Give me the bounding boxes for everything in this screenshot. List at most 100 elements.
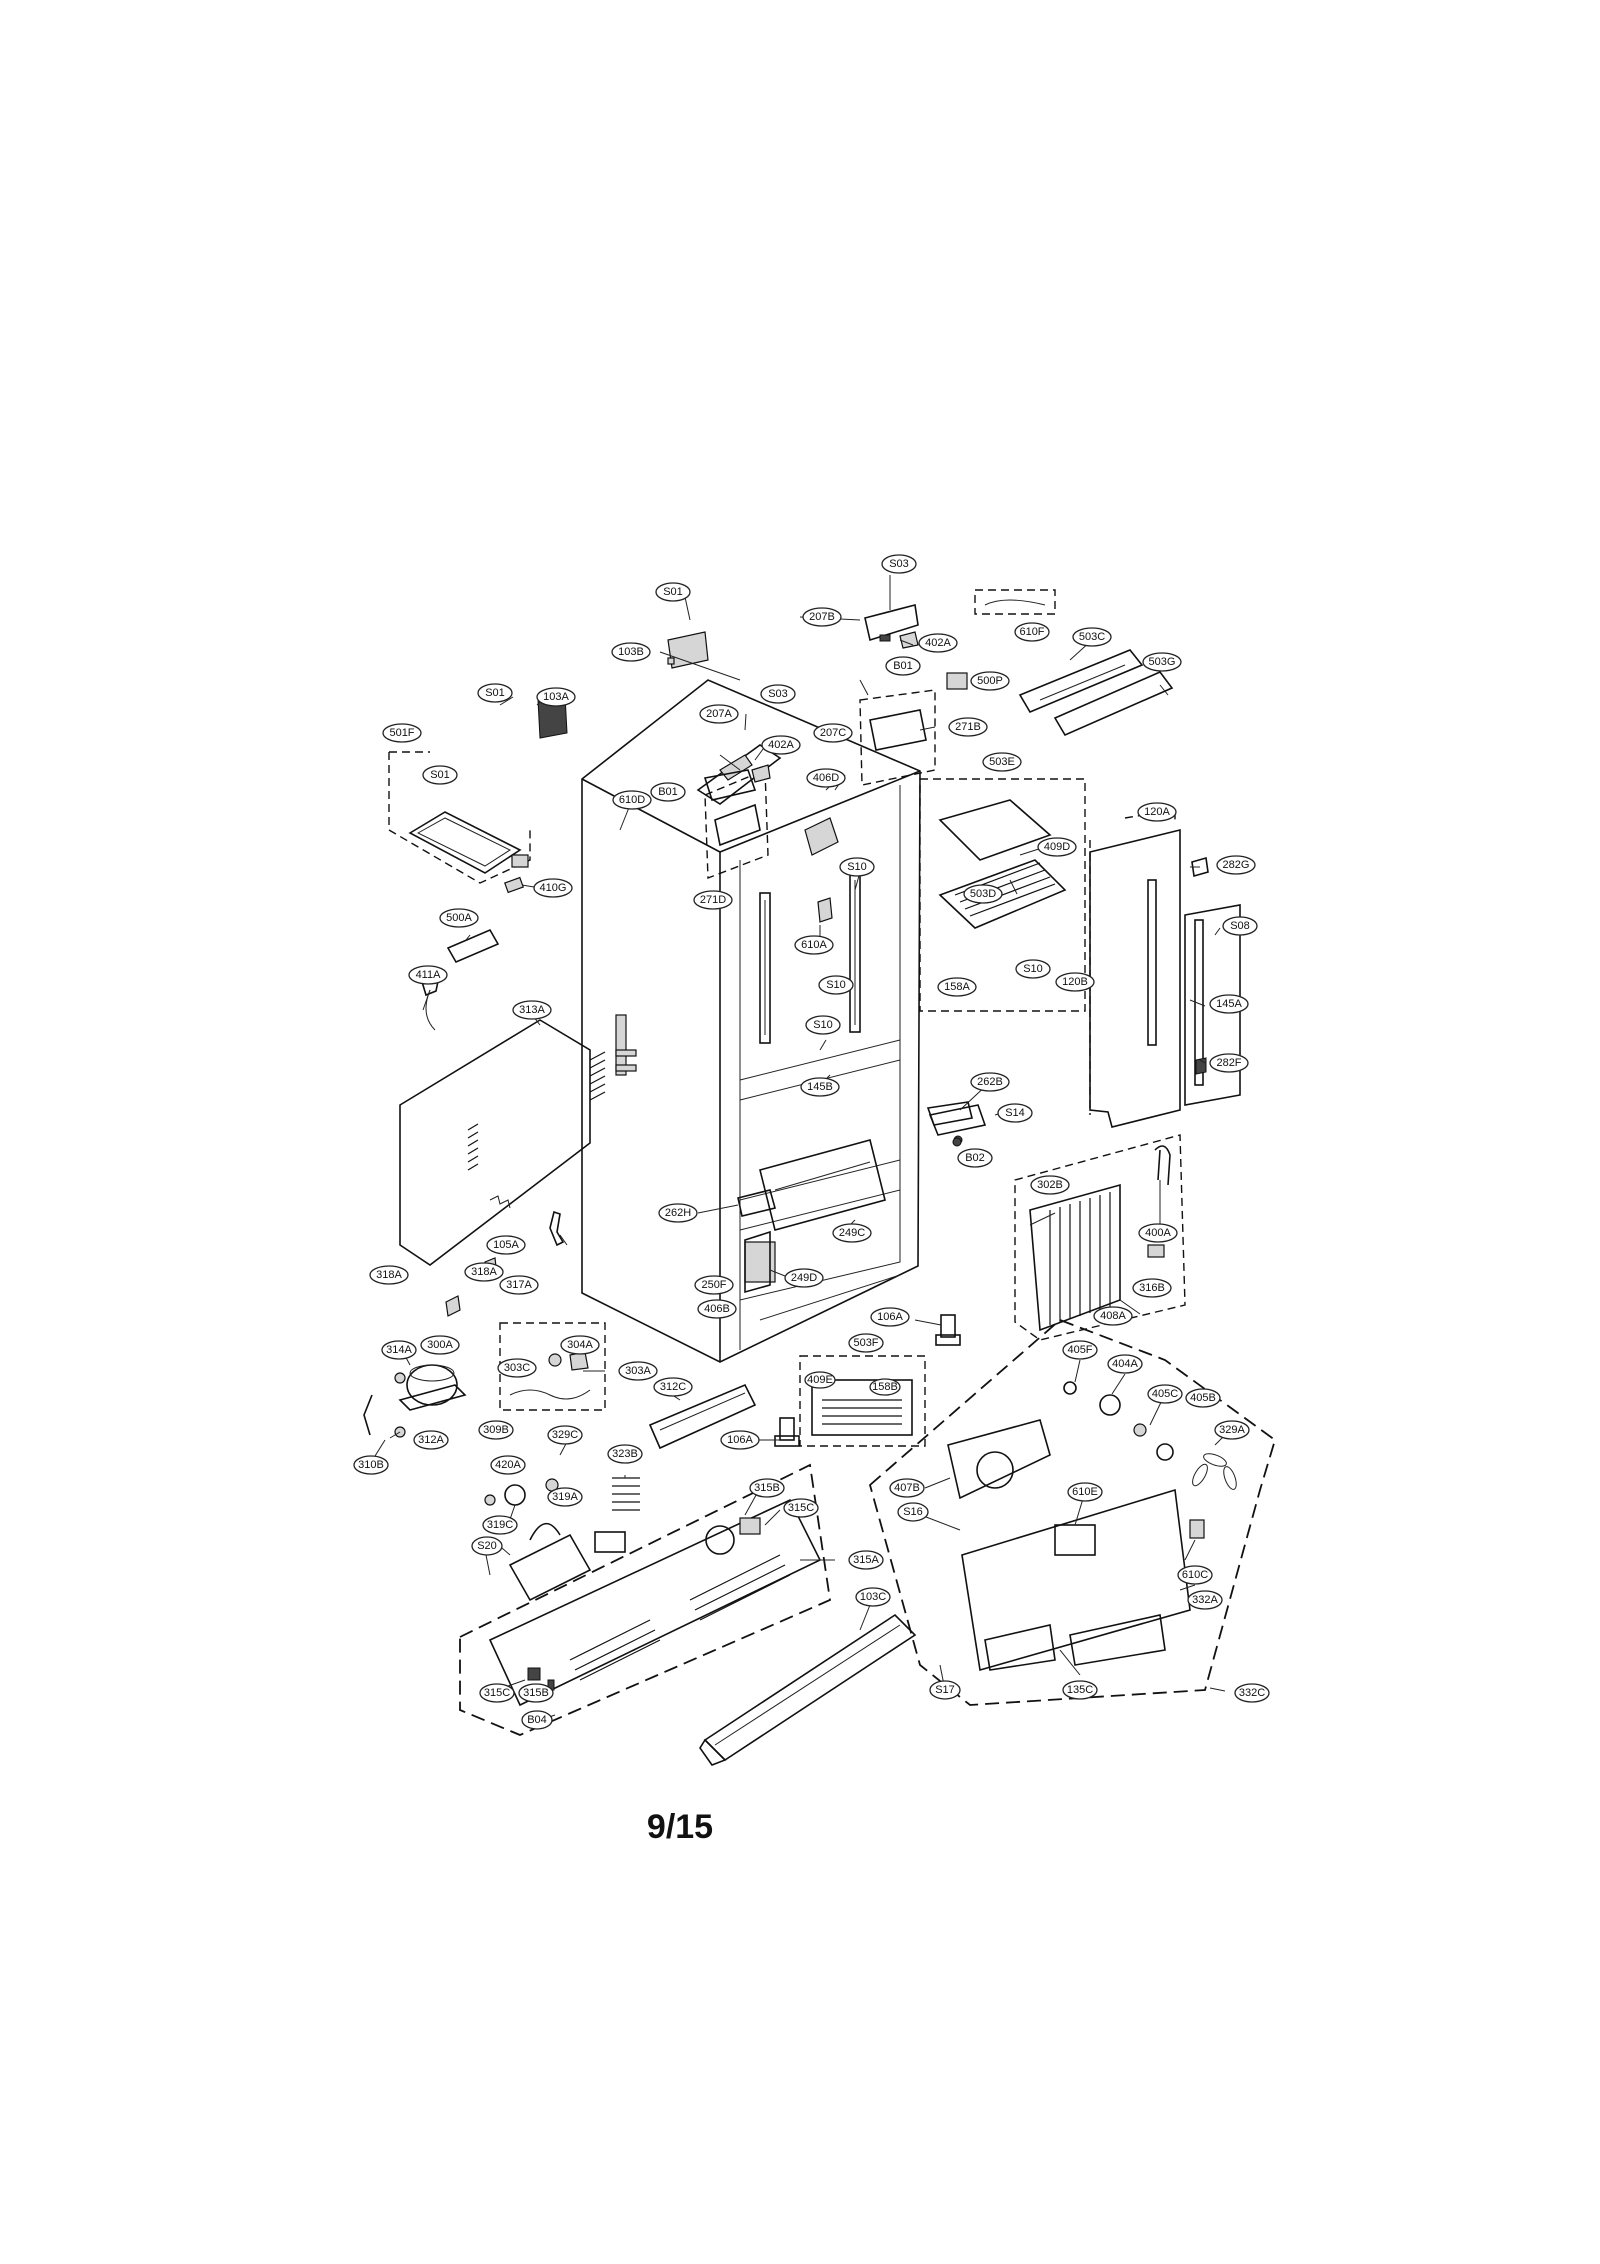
callout-b01-mid: B01 xyxy=(650,782,686,802)
svg-text:106A: 106A xyxy=(877,1311,903,1323)
callout-318a: 318A xyxy=(464,1262,504,1282)
svg-text:406D: 406D xyxy=(813,772,839,784)
svg-text:271B: 271B xyxy=(955,721,981,733)
svg-text:404A: 404A xyxy=(1112,1358,1138,1370)
svg-text:282G: 282G xyxy=(1223,859,1250,871)
callout-312a: 312A xyxy=(413,1430,449,1450)
callout-262h: 262H xyxy=(658,1203,698,1223)
callout-420a: 420A xyxy=(490,1455,526,1475)
callout-610d: 610D xyxy=(612,790,652,810)
callout-262b: 262B xyxy=(970,1072,1010,1092)
svg-text:610D: 610D xyxy=(619,794,645,806)
svg-text:S01: S01 xyxy=(663,586,683,598)
svg-text:207A: 207A xyxy=(706,708,732,720)
svg-text:410G: 410G xyxy=(540,882,567,894)
callout-406d: 406D xyxy=(806,768,846,788)
duct-panel-120a xyxy=(1089,809,1241,1128)
callout-319a: 319A xyxy=(547,1487,583,1507)
callout-500p: 500P xyxy=(970,671,1010,691)
duct-312c xyxy=(648,1383,757,1450)
svg-text:B01: B01 xyxy=(893,660,913,672)
svg-text:249D: 249D xyxy=(791,1272,817,1284)
refrigerator-cabinet xyxy=(581,679,921,1363)
leader-lines xyxy=(374,575,1231,1721)
svg-text:S10: S10 xyxy=(813,1019,833,1031)
svg-text:314A: 314A xyxy=(386,1344,412,1356)
svg-text:316B: 316B xyxy=(1139,1282,1165,1294)
callout-282g: 282G xyxy=(1216,855,1256,875)
callout-207c: 207C xyxy=(813,723,853,743)
callout-312c: 312C xyxy=(653,1377,693,1397)
svg-text:300A: 300A xyxy=(427,1339,453,1351)
svg-text:405B: 405B xyxy=(1190,1392,1216,1404)
svg-text:S14: S14 xyxy=(1005,1107,1025,1119)
svg-text:S10: S10 xyxy=(826,979,846,991)
callout-s03-top: S03 xyxy=(881,554,917,574)
svg-text:315B: 315B xyxy=(523,1687,549,1699)
callout-120b: 120B xyxy=(1055,972,1095,992)
svg-text:B02: B02 xyxy=(965,1152,985,1164)
svg-text:420A: 420A xyxy=(495,1459,521,1471)
callout-s10-d: S10 xyxy=(805,1015,841,1035)
callout-103c: 103C xyxy=(855,1587,891,1607)
wire-harness-610f xyxy=(974,589,1056,615)
svg-text:610A: 610A xyxy=(801,939,827,951)
callout-610f: 610F xyxy=(1014,622,1050,642)
machine-base-315a xyxy=(459,1463,831,1736)
svg-text:303A: 303A xyxy=(625,1365,651,1377)
callout-315b-bottom: 315B xyxy=(518,1683,554,1703)
svg-text:610C: 610C xyxy=(1182,1569,1208,1581)
callout-404a: 404A xyxy=(1107,1354,1143,1374)
svg-text:402A: 402A xyxy=(768,739,794,751)
svg-text:406B: 406B xyxy=(704,1303,730,1315)
callout-411a: 411A xyxy=(408,965,448,985)
callout-410g: 410G xyxy=(533,878,573,898)
svg-text:105A: 105A xyxy=(493,1239,519,1251)
svg-text:407B: 407B xyxy=(894,1482,920,1494)
svg-text:103C: 103C xyxy=(860,1591,886,1603)
svg-text:315A: 315A xyxy=(853,1554,879,1566)
callout-s16: S16 xyxy=(897,1502,929,1522)
callout-303c: 303C xyxy=(497,1358,537,1378)
callout-302b: 302B xyxy=(1030,1175,1070,1195)
svg-text:318A: 318A xyxy=(471,1266,497,1278)
callout-s10-a: S10 xyxy=(839,857,875,877)
svg-text:249C: 249C xyxy=(839,1227,865,1239)
callout-315a: 315A xyxy=(848,1550,884,1570)
callout-145a: 145A xyxy=(1209,994,1249,1014)
svg-text:262B: 262B xyxy=(977,1076,1003,1088)
svg-text:304A: 304A xyxy=(567,1339,593,1351)
callout-b04: B04 xyxy=(521,1710,553,1730)
svg-text:319A: 319A xyxy=(552,1491,578,1503)
svg-text:250F: 250F xyxy=(701,1279,726,1291)
callout-329a: 329A xyxy=(1214,1420,1250,1440)
leveling-legs xyxy=(774,1314,961,1447)
svg-text:503G: 503G xyxy=(1149,656,1176,668)
svg-text:318A: 318A xyxy=(376,1269,402,1281)
callout-503e: 503E xyxy=(982,752,1022,772)
callout-103b: 103B xyxy=(611,642,651,662)
svg-text:312A: 312A xyxy=(418,1434,444,1446)
callout-323b: 323B xyxy=(607,1444,643,1464)
callout-610c: 610C xyxy=(1177,1565,1213,1585)
svg-text:S03: S03 xyxy=(768,688,788,700)
callout-s20: S20 xyxy=(471,1536,503,1556)
callout-408a: 408A xyxy=(1093,1306,1133,1326)
svg-text:S16: S16 xyxy=(903,1506,923,1518)
callout-402a-mid: 402A xyxy=(761,735,801,755)
callout-103a: 103A xyxy=(536,687,576,707)
svg-text:323B: 323B xyxy=(612,1448,638,1460)
callout-315c-bottom: 315C xyxy=(479,1683,515,1703)
drain-pan-503f xyxy=(799,1355,926,1447)
svg-text:S10: S10 xyxy=(847,861,867,873)
callout-300a: 300A xyxy=(420,1335,460,1355)
callout-316b: 316B xyxy=(1132,1278,1172,1298)
svg-text:503D: 503D xyxy=(970,888,996,900)
callout-313a: 313A xyxy=(512,1000,552,1020)
svg-text:402A: 402A xyxy=(925,637,951,649)
callout-249c: 249C xyxy=(832,1223,872,1243)
svg-text:405F: 405F xyxy=(1067,1344,1092,1356)
callout-s14: S14 xyxy=(997,1103,1033,1123)
svg-text:310B: 310B xyxy=(358,1459,384,1471)
